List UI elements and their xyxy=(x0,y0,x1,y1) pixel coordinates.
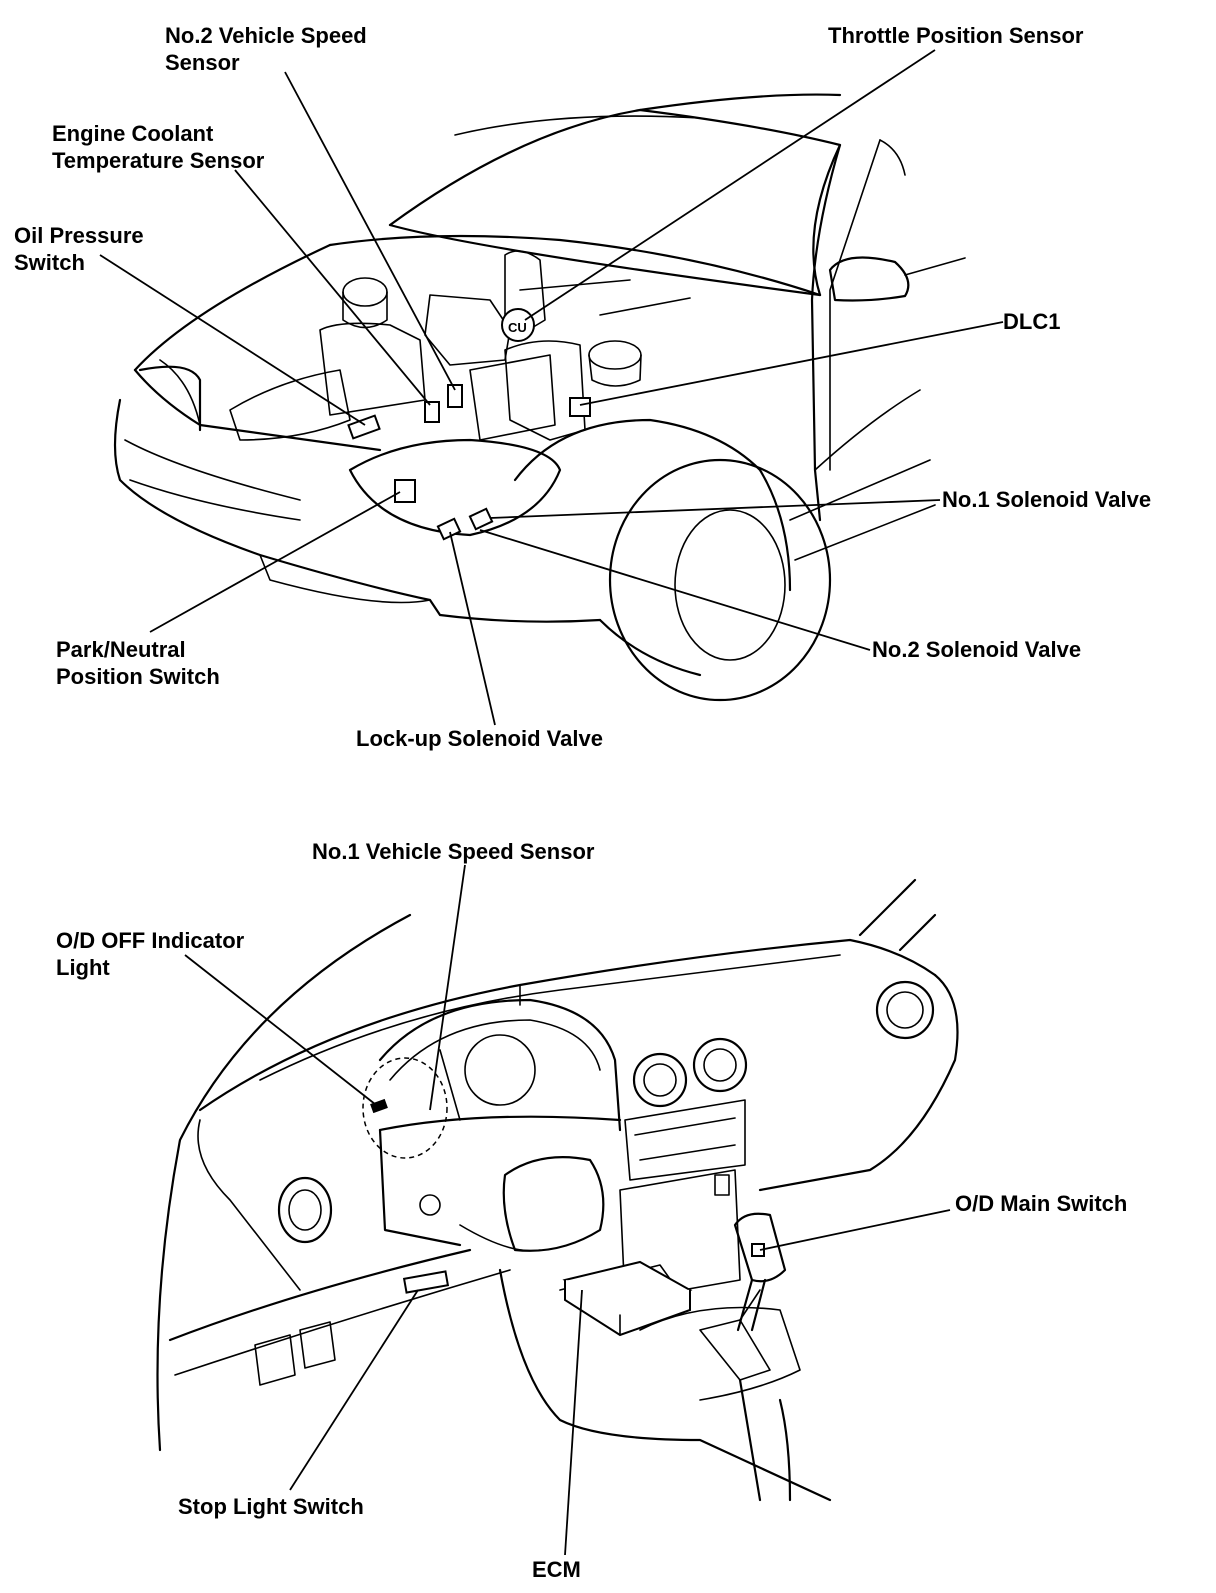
label-park-neutral-switch: Park/Neutral Position Switch xyxy=(56,637,220,689)
dashboard-illustration xyxy=(156,878,959,1502)
leader-ecm xyxy=(564,1289,583,1556)
leader-od-off-indicator xyxy=(184,954,381,1109)
car-front-illustration xyxy=(113,93,966,702)
label-no2-solenoid-valve: No.2 Solenoid Valve xyxy=(872,637,1082,662)
leader-stop-light-switch xyxy=(289,1289,419,1491)
throttle-sensor-tag: CU xyxy=(508,320,527,335)
leader-park-neutral-switch xyxy=(149,491,401,633)
label-dlc1: DLC1 xyxy=(1003,309,1061,334)
label-lockup-solenoid-valve: Lock-up Solenoid Valve xyxy=(356,726,603,751)
label-od-main-switch: O/D Main Switch xyxy=(955,1191,1128,1216)
leader-no1-solenoid-valve xyxy=(489,499,941,519)
label-engine-coolant-temp-sensor: Engine Coolant Temperature Sensor xyxy=(52,121,265,173)
label-od-off-indicator: O/D OFF Indicator Light xyxy=(56,928,245,980)
leader-no2-vehicle-speed-sensor xyxy=(284,71,456,391)
label-no1-vehicle-speed-sensor: No.1 Vehicle Speed Sensor xyxy=(312,839,595,864)
leader-engine-coolant-temp-sensor xyxy=(234,169,431,406)
leader-oil-pressure-switch xyxy=(99,254,366,426)
leader-no1-vehicle-speed-sensor xyxy=(429,864,466,1111)
label-throttle-position-sensor: Throttle Position Sensor xyxy=(828,23,1084,48)
leader-lockup-solenoid-valve xyxy=(449,531,496,726)
label-no1-solenoid-valve: No.1 Solenoid Valve xyxy=(942,487,1152,512)
leader-dlc1 xyxy=(579,321,1004,406)
leader-od-main-switch xyxy=(759,1209,951,1251)
label-ecm: ECM xyxy=(532,1557,581,1582)
label-no2-vehicle-speed-sensor: No.2 Vehicle Speed Sensor xyxy=(165,23,367,75)
label-oil-pressure-switch: Oil Pressure Switch xyxy=(14,223,144,275)
leader-throttle-position-sensor xyxy=(524,49,936,321)
label-stop-light-switch: Stop Light Switch xyxy=(178,1494,364,1519)
leader-no2-solenoid-valve xyxy=(479,529,871,651)
leader-lines xyxy=(99,49,1004,1556)
